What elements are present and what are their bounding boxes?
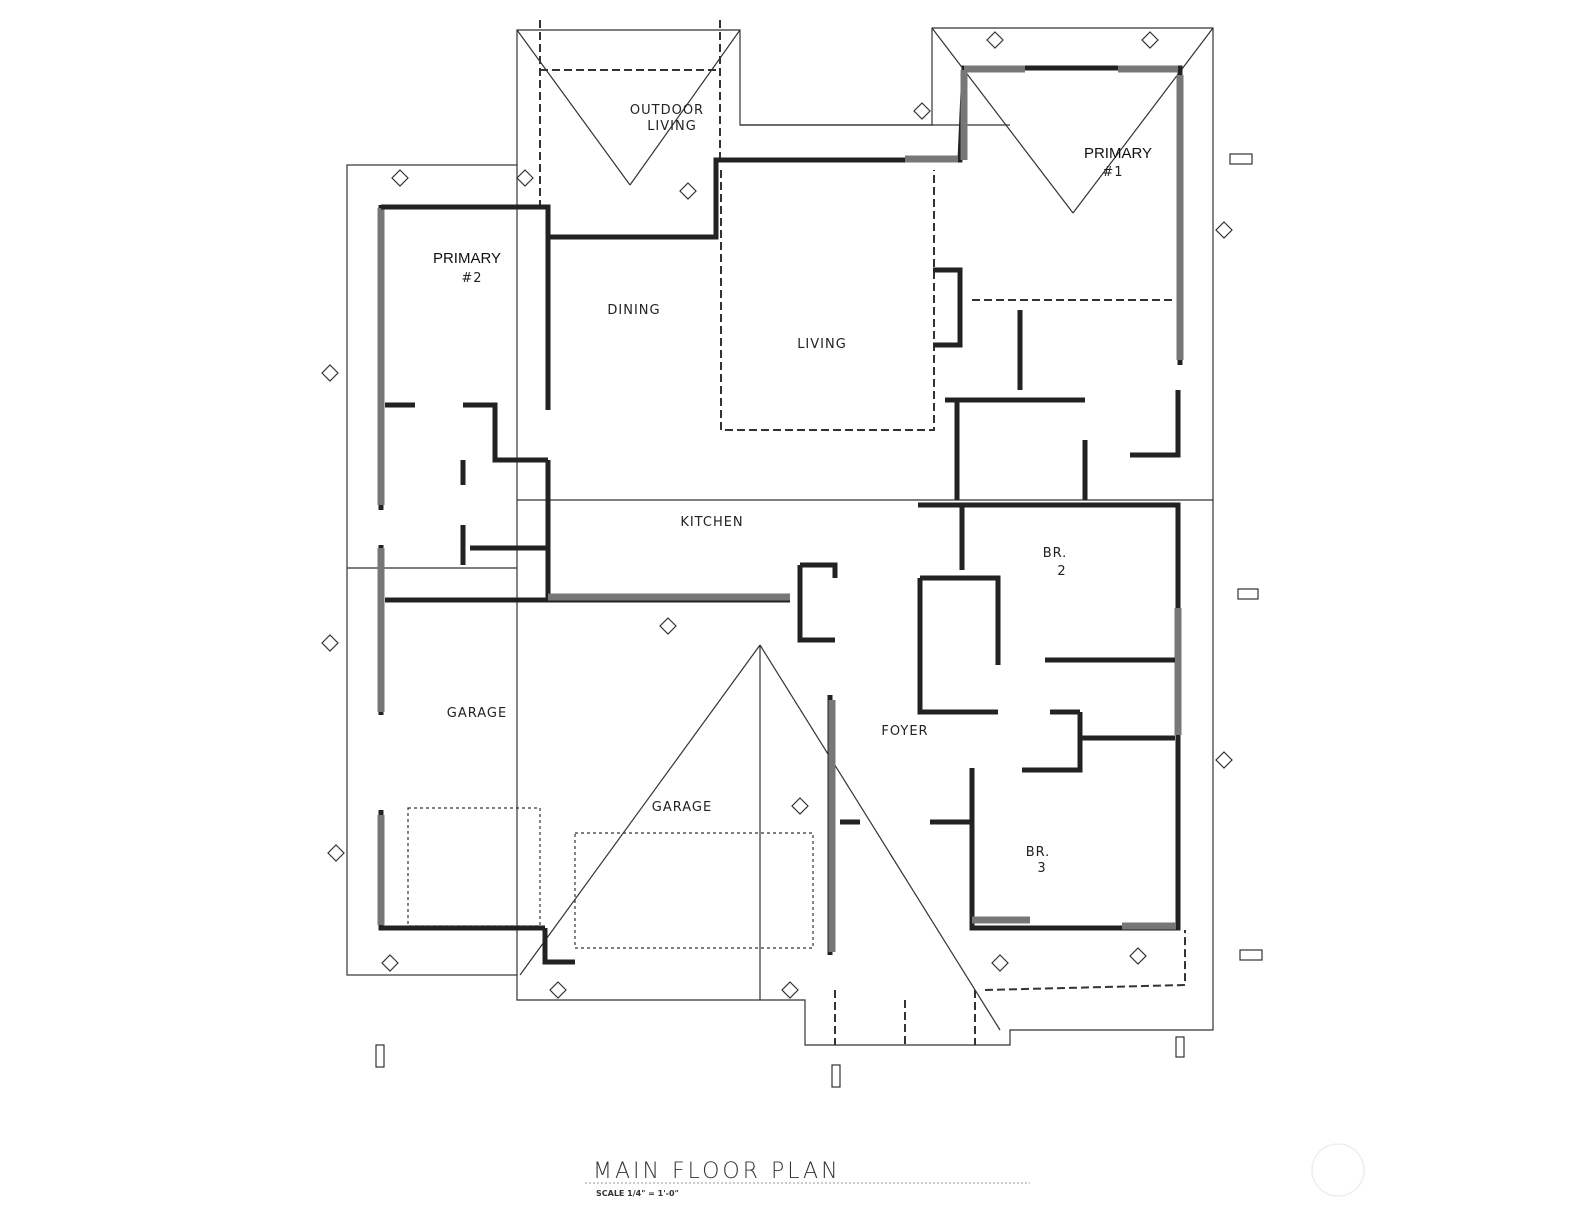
room-number-br2: 2 xyxy=(1057,564,1066,579)
room-label-outdoor-living: OUTDOOR xyxy=(630,103,704,118)
room-label-br2: BR. xyxy=(1043,546,1068,561)
room-label-garage-1: GARAGE xyxy=(447,706,507,721)
plan-title: MAIN FLOOR PLAN xyxy=(593,1159,841,1184)
room-label-primary-2: PRIMARY xyxy=(433,250,501,267)
room-label-foyer: FOYER xyxy=(881,724,928,739)
dashed-lines xyxy=(407,20,1186,1045)
section-markers xyxy=(321,31,1365,1197)
room-labels: OUTDOOR LIVING PRIMARY #1 PRIMARY #2 DIN… xyxy=(433,103,1152,876)
plan-scale: SCALE 1/4" = 1'-0" xyxy=(596,1189,679,1198)
room-label-kitchen: KITCHEN xyxy=(680,515,743,530)
room-label-outdoor-living-2: LIVING xyxy=(647,119,697,134)
room-label-br3: BR. xyxy=(1026,845,1051,860)
walls xyxy=(377,65,1184,965)
room-label-primary-1: PRIMARY xyxy=(1084,145,1152,162)
room-label-living: LIVING xyxy=(797,337,847,352)
room-label-dining: DINING xyxy=(607,303,660,318)
room-label-garage-2: GARAGE xyxy=(652,800,712,815)
roof-outlines xyxy=(346,27,1214,1046)
room-number-primary-1: #1 xyxy=(1102,165,1123,180)
room-number-br3: 3 xyxy=(1037,861,1046,876)
room-number-primary-2: #2 xyxy=(461,271,482,286)
